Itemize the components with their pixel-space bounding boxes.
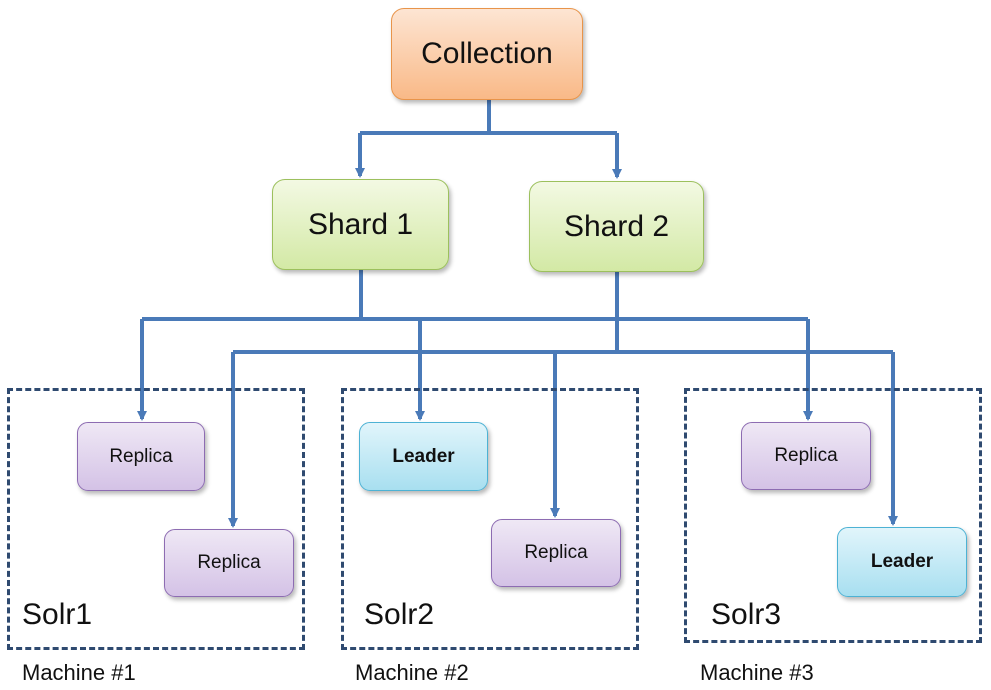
solr1-label: Solr1 xyxy=(22,598,93,631)
machine-2-label: Machine #2 xyxy=(355,660,469,685)
solr2-label: Solr2 xyxy=(364,598,435,631)
machine-3-label: Machine #3 xyxy=(700,660,814,685)
collection-node: Collection xyxy=(391,8,583,100)
solr3-label: Solr3 xyxy=(711,598,782,631)
shard-2-node: Shard 2 xyxy=(529,181,704,272)
machine-1-box xyxy=(7,388,305,650)
machine-2-leader-shard1: Leader xyxy=(359,422,488,491)
machine-2-box xyxy=(341,388,639,650)
machine-3-box xyxy=(684,388,982,643)
machine-3-leader-shard2: Leader xyxy=(837,527,967,597)
machine-3-replica-shard1: Replica xyxy=(741,422,871,490)
machine-1-label: Machine #1 xyxy=(22,660,136,685)
machine-1-replica-shard2: Replica xyxy=(164,529,294,597)
machine-1-replica-shard1: Replica xyxy=(77,422,205,491)
shard-1-node: Shard 1 xyxy=(272,179,449,270)
machine-2-replica-shard2: Replica xyxy=(491,519,621,587)
